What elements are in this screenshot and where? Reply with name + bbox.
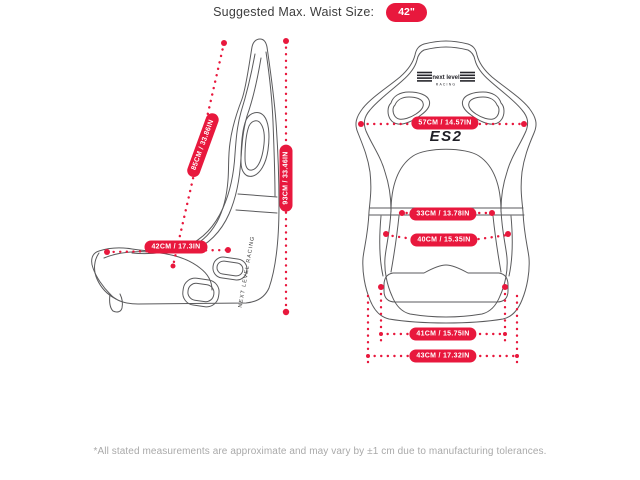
measure-pill-cushion-width: 41CM / 15.75IN: [409, 327, 477, 341]
side-seat-front-foot: [109, 293, 123, 313]
side-belt-band-bottom: [235, 209, 278, 214]
front-harness-hole-right-inner: [468, 96, 500, 120]
measure-pill-seat-depth: 42CM / 17.3IN: [144, 240, 208, 254]
logo-text-bottom: RACING: [436, 83, 456, 87]
front-harness-hole-left-outer: [387, 91, 431, 125]
logo-text-top: next level: [432, 75, 460, 81]
measure-pill-waist-outer-width: 40CM / 15.35IN: [410, 233, 478, 247]
side-pan-slot-lower: [182, 277, 220, 308]
side-seat-contour-3: [265, 51, 276, 197]
side-shoulder-pad-outer: [240, 112, 270, 177]
front-harness-hole-right-outer: [461, 91, 505, 125]
measure-line-backrest: [171, 41, 226, 268]
front-bucket-wall-left: [390, 215, 400, 273]
tolerance-disclaimer: *All stated measurements are approximate…: [93, 446, 547, 457]
front-view-seat: next level RACING ES2: [355, 40, 537, 324]
side-nose-contour: [94, 252, 117, 300]
side-shoulder-pad-inner: [244, 120, 265, 171]
front-backrest-arch: [390, 148, 502, 213]
front-bucket-wall-right: [492, 215, 502, 273]
front-side-line-left: [379, 215, 384, 277]
measure-pill-overall-height: 93CM / 33.46IN: [279, 144, 293, 212]
front-harness-hole-left-inner: [392, 96, 424, 120]
suggested-waist-row: Suggested Max. Waist Size: 42": [0, 0, 640, 24]
side-thigh-contour: [103, 251, 213, 291]
side-view-seat: NEXT LEVEL RACING: [91, 38, 280, 313]
measure-pill-shoulder-width: 57CM / 14.57IN: [411, 116, 479, 130]
front-seat-outline: [355, 40, 537, 324]
next-level-racing-logo: [417, 71, 475, 82]
front-seat-cushion: [383, 264, 509, 303]
side-pan-slot-upper: [212, 256, 248, 281]
measure-pill-waist-inner-width: 33CM / 13.78IN: [409, 207, 477, 221]
suggested-waist-label: Suggested Max. Waist Size:: [213, 5, 375, 19]
front-side-line-right: [508, 215, 513, 277]
measure-line-waist-outer: [384, 233, 422, 242]
model-name-es2: ES2: [430, 128, 463, 145]
side-belt-band-top: [237, 193, 278, 198]
suggested-waist-value-badge: 42": [386, 2, 427, 22]
cushion-corner-dot-right: [502, 284, 508, 290]
front-seat-inner-outline: [363, 46, 529, 318]
cushion-corner-dot-left: [378, 284, 384, 290]
measurement-lines: [104, 38, 527, 368]
measure-pill-base-width: 43CM / 17.32IN: [409, 349, 477, 363]
